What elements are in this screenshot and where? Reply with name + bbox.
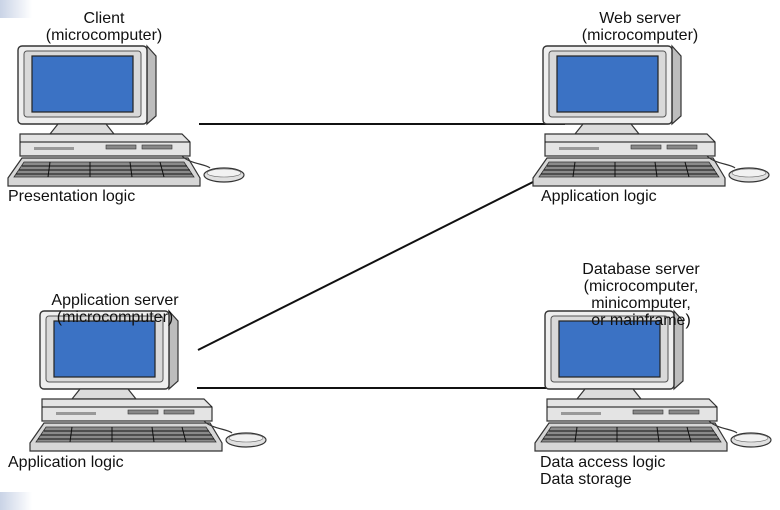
database-server-logic: Data access logic Data storage [540,454,665,488]
client-title-line-2: (microcomputer) [45,27,163,44]
web-server-title: Web server (microcomputer) [540,10,740,44]
database-server-logic-line-2: Data storage [540,471,632,488]
web-server-title-line-1: Web server [599,10,681,27]
application-server-logic: Application logic [8,454,124,471]
web-server-logic-line-1: Application logic [541,188,657,205]
corner-shade-top [0,0,32,18]
client-logic-line-1: Presentation logic [8,188,136,205]
database-server-title-line-4: or mainframe) [591,312,691,329]
web-server-title-line-2: (microcomputer) [581,27,699,44]
database-server-logic-line-1: Data access logic [540,454,666,471]
web-server-logic: Application logic [541,188,657,205]
database-server-title: Database server (microcomputer, minicomp… [536,261,746,329]
client-computer-icon [7,45,245,187]
application-server-title-line-1: Application server [51,292,179,309]
application-server-title: Application server (microcomputer) [8,292,222,326]
database-server-title-line-1: Database server [582,261,700,278]
application-server-computer-icon [29,310,267,452]
client-title-line-1: Client [83,10,125,27]
application-server-logic-line-1: Application logic [8,454,124,471]
connection-web-server-application-server [197,180,536,351]
application-server-title-line-2: (microcomputer) [56,309,174,326]
web-server-computer-icon [532,45,770,187]
client-logic: Presentation logic [8,188,135,205]
database-server-title-line-3: minicomputer, [591,295,691,312]
client-title: Client (microcomputer) [6,10,202,44]
database-server-title-line-2: (microcomputer, [583,278,699,295]
database-server-computer-icon [534,310,772,452]
